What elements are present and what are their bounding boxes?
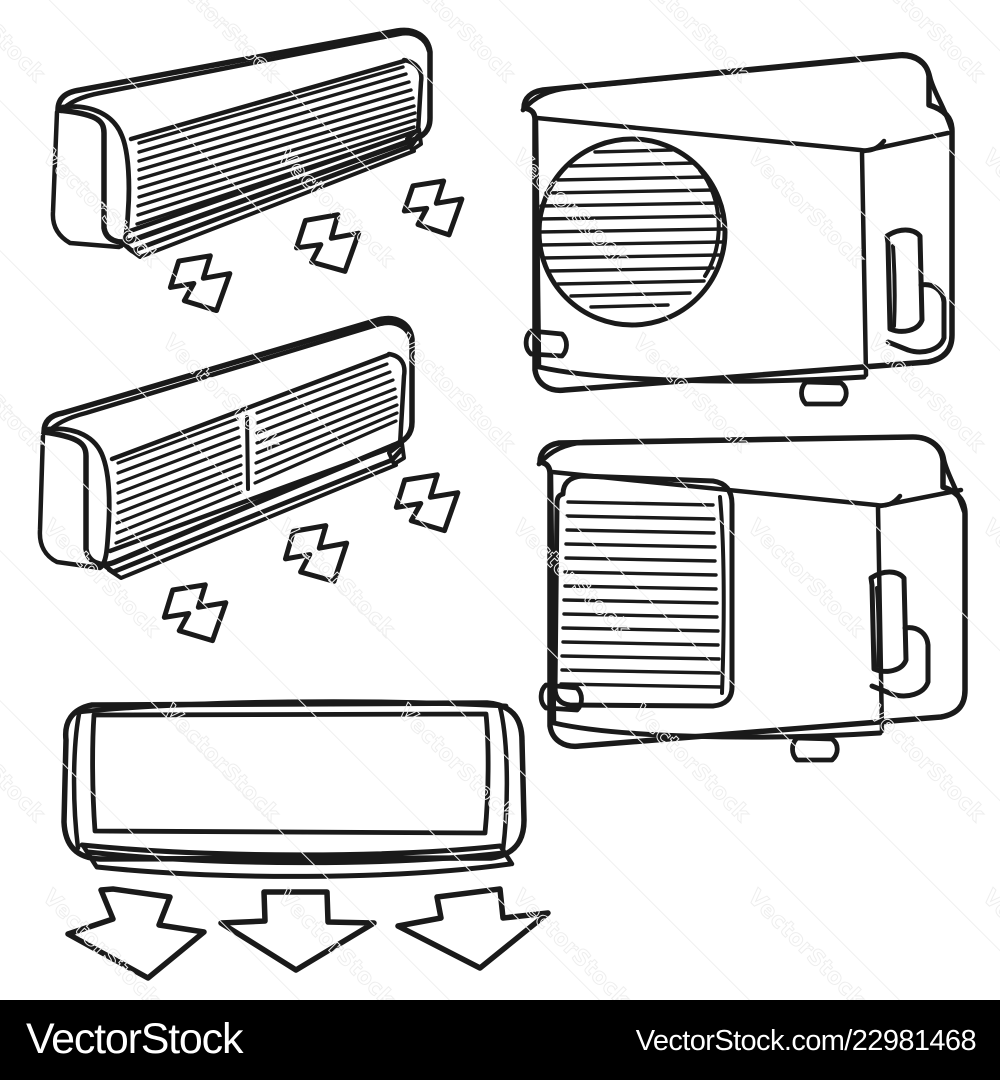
- outdoor-unit-2: [536, 434, 968, 763]
- airflow-arrow: [393, 472, 461, 534]
- airflow-arrow: [65, 886, 207, 981]
- outdoor2-body: [537, 434, 968, 750]
- vectorstock-logo: VectorStock: [26, 1015, 243, 1063]
- indoor-unit-2: [37, 315, 415, 580]
- outdoor1-foot-right: [799, 379, 849, 407]
- airflow-arrow: [282, 523, 350, 584]
- airflow-arrow: [395, 886, 551, 971]
- indoor-unit-3: [61, 699, 527, 879]
- outdoor-unit-1: [520, 52, 955, 407]
- air-conditioner-line-art: [37, 27, 968, 981]
- vectorstock-url: VectorStock.com/22981468: [635, 1025, 977, 1057]
- airflow-arrow: [218, 889, 377, 973]
- outdoor1-valve-line: [891, 244, 897, 328]
- outdoor2-foot-right: [790, 735, 840, 763]
- indoor-unit-3-airflow-arrows: [65, 886, 551, 981]
- footer-bar: VectorStock VectorStock.com/22981468: [0, 1000, 1000, 1080]
- airflow-arrow: [401, 178, 465, 238]
- unit2-louver-divider: [245, 415, 250, 491]
- unit3-vent-bottom-line: [94, 861, 513, 879]
- unit3-body: [61, 700, 527, 862]
- airflow-arrow: [294, 212, 362, 274]
- outdoor2-valve-line: [875, 586, 881, 668]
- airflow-arrow: [161, 582, 229, 644]
- indoor-unit-1: [50, 27, 433, 259]
- airflow-arrow: [167, 253, 233, 314]
